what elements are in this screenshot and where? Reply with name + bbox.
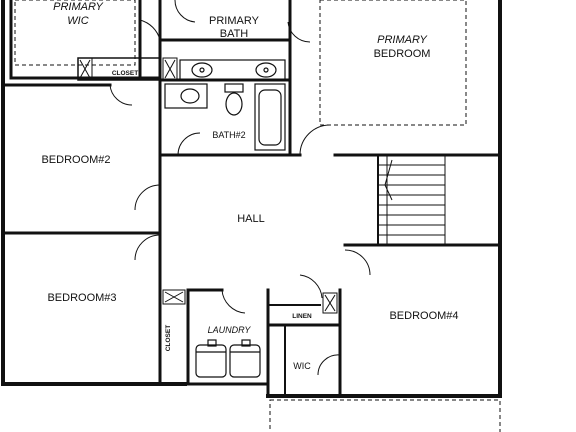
label-primary-wic-2: WIC [67,15,88,27]
label-primary-wic-1: PRIMARY [53,1,103,13]
label-primary-bedroom-2: BEDROOM [374,48,431,60]
label-primary-bath-1: PRIMARY [209,15,260,27]
label-bedroom4: BEDROOM#4 [389,310,458,322]
label-hall: HALL [237,213,265,225]
label-bedroom3: BEDROOM#3 [47,292,116,304]
label-laundry: LAUNDRY [208,325,252,335]
label-linen: LINEN [292,313,312,320]
label-primary-bath-2: BATH [220,28,249,40]
door-swings [109,0,371,376]
label-wic: WIC [293,361,311,371]
label-bath2: BATH#2 [212,130,245,140]
label-closet-top: CLOSET [112,70,138,77]
label-primary-bedroom-1: PRIMARY [377,34,427,46]
label-bedroom2: BEDROOM#2 [41,154,110,166]
bath2-fixtures [164,83,286,151]
room-labels: PRIMARY WIC PRIMARY BATH PRIMARY BEDROOM… [41,1,458,371]
primary-bath-fixtures [179,59,286,81]
label-closet-side: CLOSET [165,325,172,351]
stairs [377,154,446,246]
closet-boxes [162,289,338,314]
laundry-appliances [195,339,261,378]
closet-top-fixture [77,57,178,81]
dashed-outlines [14,0,501,432]
